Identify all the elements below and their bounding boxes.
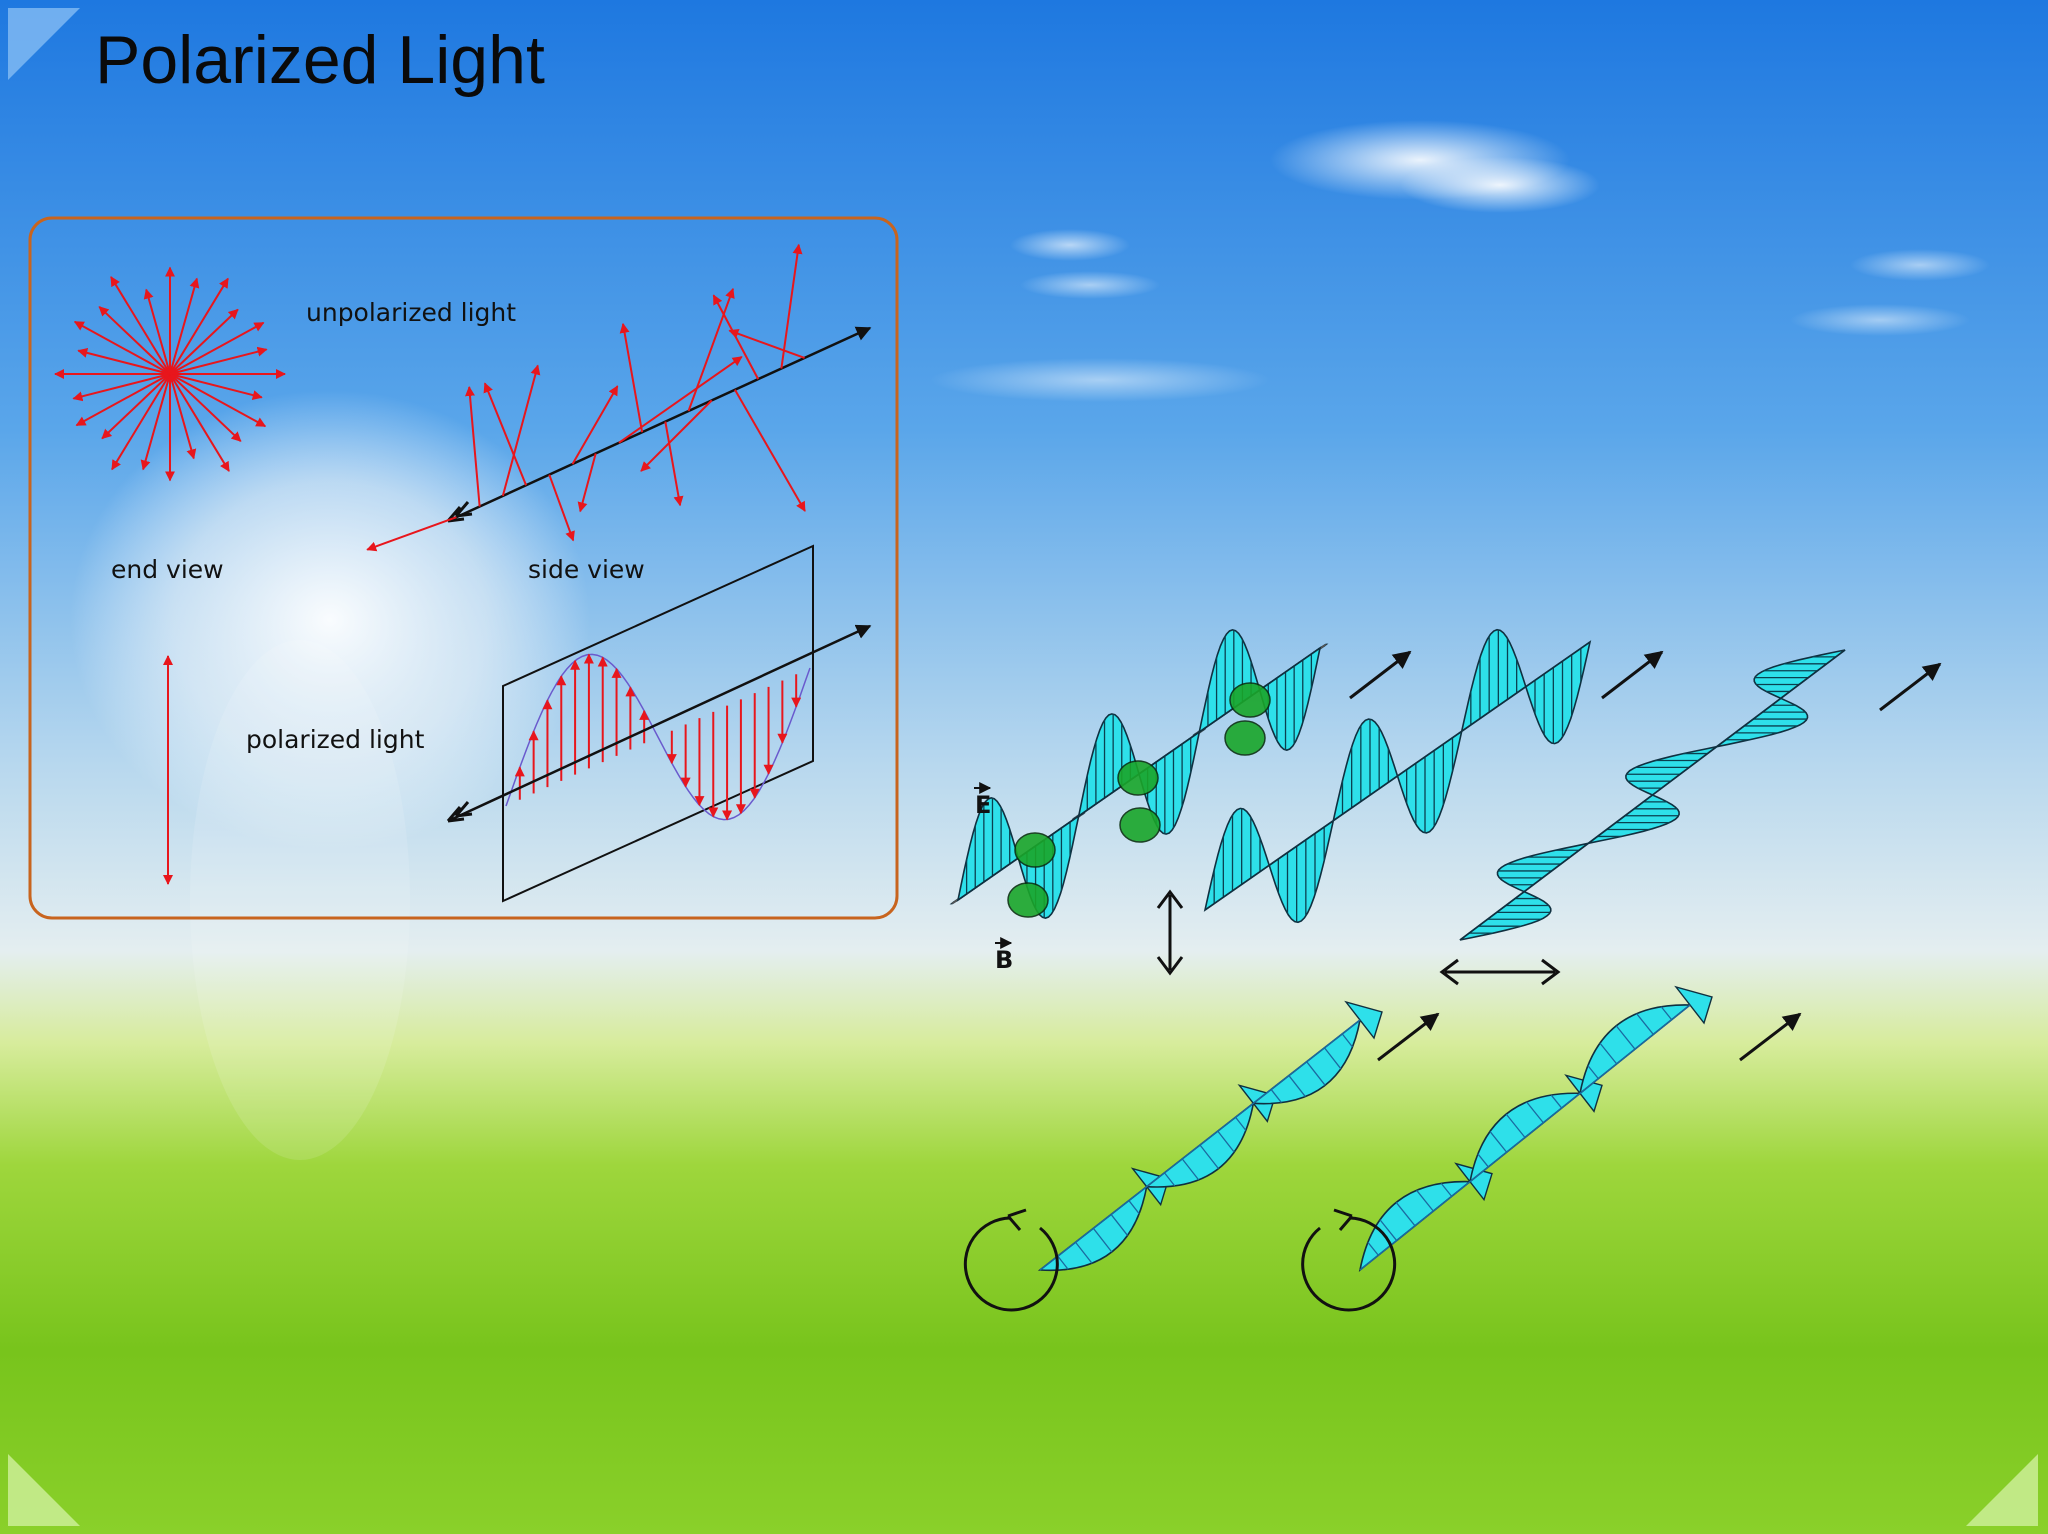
e-field-lobe bbox=[956, 797, 1020, 902]
polarization-inset-diagram: unpolarized light end view side view pol… bbox=[28, 216, 899, 920]
horizontal-linear-polarization-wave bbox=[1459, 649, 1846, 941]
e-field-lobe bbox=[1459, 890, 1552, 941]
e-field-vector bbox=[464, 385, 481, 507]
polarized-light-label: polarized light bbox=[246, 725, 425, 754]
e-field-vector bbox=[169, 346, 268, 375]
side-view-label: side view bbox=[528, 555, 645, 584]
e-field-lobe bbox=[1396, 729, 1463, 834]
direction-arrow-icon bbox=[1377, 1012, 1440, 1062]
em-wave-e-and-b-fields bbox=[949, 629, 1329, 919]
e-field-vector bbox=[140, 373, 171, 471]
e-field-vector bbox=[111, 373, 171, 471]
e-field-vector bbox=[101, 373, 171, 440]
double-headed-arrow-icon bbox=[1156, 889, 1184, 976]
e-field-vector bbox=[98, 306, 171, 375]
e-field-vector bbox=[687, 287, 735, 412]
field-overlap-region bbox=[1007, 882, 1049, 918]
e-field-vector bbox=[366, 516, 457, 552]
e-field-vector bbox=[664, 421, 684, 507]
double-headed-arrow-icon bbox=[1439, 958, 1561, 986]
direction-arrow-icon bbox=[1879, 662, 1942, 712]
right-circular-polarization-wave bbox=[1037, 1000, 1383, 1272]
e-field-lobe bbox=[1258, 646, 1322, 751]
axis-tail-icon bbox=[446, 801, 473, 823]
e-field-vector bbox=[169, 373, 197, 460]
polarization-plane bbox=[502, 544, 814, 903]
e-field-vector bbox=[77, 348, 171, 375]
e-field-vector bbox=[483, 382, 527, 486]
e-field-vector bbox=[169, 277, 200, 375]
left-circular-polarization-wave bbox=[1358, 985, 1713, 1272]
e-field-vector bbox=[619, 322, 644, 433]
polarized-wave-vectors bbox=[505, 653, 811, 821]
e-field-lobe bbox=[1268, 818, 1335, 924]
e-field-vector bbox=[548, 474, 575, 542]
e-field-lobe bbox=[1198, 629, 1261, 734]
e-field-lobe bbox=[1753, 649, 1846, 700]
circular-rotation-icon bbox=[1301, 1208, 1397, 1312]
e-field-vector bbox=[734, 389, 806, 512]
direction-arrow-icon bbox=[1739, 1012, 1802, 1062]
e-field-vector bbox=[110, 276, 171, 375]
e-field-vector bbox=[571, 385, 619, 465]
unpolarized-light-label: unpolarized light bbox=[306, 298, 516, 327]
e-field-vector bbox=[73, 320, 171, 375]
e-field-vector bbox=[640, 399, 713, 472]
e-field-vector bbox=[75, 373, 171, 427]
e-field-lobe bbox=[1077, 713, 1140, 818]
e-field-lobe bbox=[1332, 718, 1399, 823]
e-field-vector bbox=[780, 243, 803, 369]
corner-triangle-icon bbox=[8, 1454, 80, 1526]
b-field-label: B bbox=[995, 946, 1013, 974]
e-field-vector bbox=[169, 373, 263, 400]
e-field-vector bbox=[712, 294, 760, 380]
e-field-vector bbox=[169, 321, 265, 375]
polarization-types-diagram: E B bbox=[949, 628, 1942, 1312]
field-overlap-region bbox=[1229, 682, 1271, 718]
direction-arrow-icon bbox=[1601, 650, 1664, 700]
corner-triangle-icon bbox=[1966, 1454, 2038, 1526]
e-field-lobe bbox=[1138, 730, 1201, 835]
end-view-label: end view bbox=[111, 555, 224, 584]
wave-envelope bbox=[505, 653, 811, 821]
e-field-vector bbox=[143, 288, 171, 375]
field-overlap-region bbox=[1119, 807, 1161, 843]
slide-title: Polarized Light bbox=[95, 22, 545, 98]
e-field-vector bbox=[577, 453, 597, 513]
e-field-vector bbox=[728, 328, 805, 359]
direction-arrow-icon bbox=[1349, 650, 1412, 700]
polarized-propagation-axis bbox=[447, 624, 872, 823]
corner-triangle-icon bbox=[8, 8, 80, 80]
e-field-label: E bbox=[975, 791, 991, 819]
inset-frame bbox=[28, 216, 899, 920]
e-field-vector bbox=[72, 373, 171, 402]
e-field-lobe bbox=[1587, 794, 1680, 845]
e-field-vector bbox=[169, 373, 230, 472]
propagation-axis bbox=[447, 326, 872, 523]
e-field-vector bbox=[169, 373, 242, 442]
field-overlap-region bbox=[1014, 832, 1056, 868]
e-field-vector bbox=[169, 373, 267, 428]
unpolarized-end-view-starburst bbox=[54, 266, 286, 482]
axis-tail-icon bbox=[446, 501, 473, 523]
circular-rotation-icon bbox=[963, 1208, 1059, 1312]
e-field-vector bbox=[618, 355, 743, 444]
e-field-vector bbox=[169, 308, 239, 375]
e-field-lobe bbox=[1203, 807, 1271, 912]
field-overlap-region bbox=[1224, 720, 1266, 756]
e-field-lobe bbox=[1716, 697, 1809, 748]
e-field-lobe bbox=[1625, 745, 1718, 796]
e-field-vector bbox=[501, 364, 541, 497]
e-field-lobe bbox=[1496, 842, 1589, 893]
unpolarized-side-vectors bbox=[366, 243, 806, 552]
e-field-lobe bbox=[1524, 640, 1592, 745]
vertical-linear-polarization-wave bbox=[1203, 628, 1592, 924]
field-overlap-region bbox=[1117, 760, 1159, 796]
e-field-lobe bbox=[1460, 628, 1527, 734]
e-field-vector bbox=[169, 277, 229, 375]
